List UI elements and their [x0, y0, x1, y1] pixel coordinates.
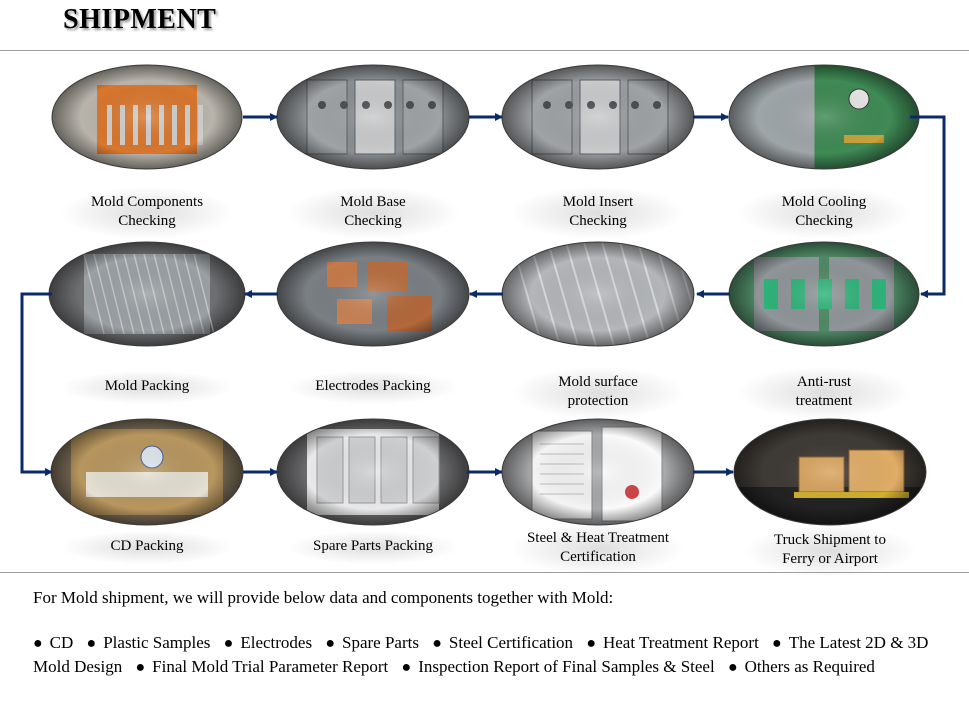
- certificates-photo: [501, 418, 695, 526]
- spare-parts-photo: [276, 418, 470, 526]
- surface-photo: [501, 241, 695, 347]
- bottom-divider: [0, 572, 969, 573]
- truck-crates-photo: [733, 418, 927, 526]
- mold-base-photo: [276, 64, 470, 170]
- deliverable-item: Electrodes: [224, 633, 312, 652]
- mold-insert-photo: [501, 64, 695, 170]
- page-title: SHIPMENT: [63, 4, 217, 35]
- step-label: Mold Packing: [52, 371, 242, 404]
- components-photo: [51, 64, 243, 170]
- cd-box-photo: [50, 418, 244, 526]
- deliverable-item: Plastic Samples: [87, 633, 211, 652]
- flow-connector-right: [910, 115, 946, 298]
- deliverable-item: CD: [33, 633, 73, 652]
- step-label: CD Packing: [52, 531, 242, 564]
- deliverable-item: Heat Treatment Report: [586, 633, 758, 652]
- deliverable-item: Others as Required: [728, 657, 875, 676]
- deliverables-list: CD Plastic Samples Electrodes Spare Part…: [33, 632, 963, 679]
- deliverable-item: Inspection Report of Final Samples & Ste…: [402, 657, 715, 676]
- deliverable-item: Spare Parts: [325, 633, 419, 652]
- deliverable-item: Final Mold Trial Parameter Report: [136, 657, 389, 676]
- cooling-photo: [728, 64, 920, 170]
- electrodes-photo: [276, 241, 470, 347]
- step-label: Spare Parts Packing: [278, 531, 468, 564]
- step-label: Electrodes Packing: [278, 371, 468, 404]
- deliverable-item: Steel Certification: [432, 633, 573, 652]
- top-divider: [0, 50, 969, 51]
- anti-rust-photo: [728, 241, 920, 347]
- mold-packing-photo: [48, 241, 246, 347]
- flow-connector-left: [20, 292, 53, 476]
- intro-text: For Mold shipment, we will provide below…: [33, 588, 614, 607]
